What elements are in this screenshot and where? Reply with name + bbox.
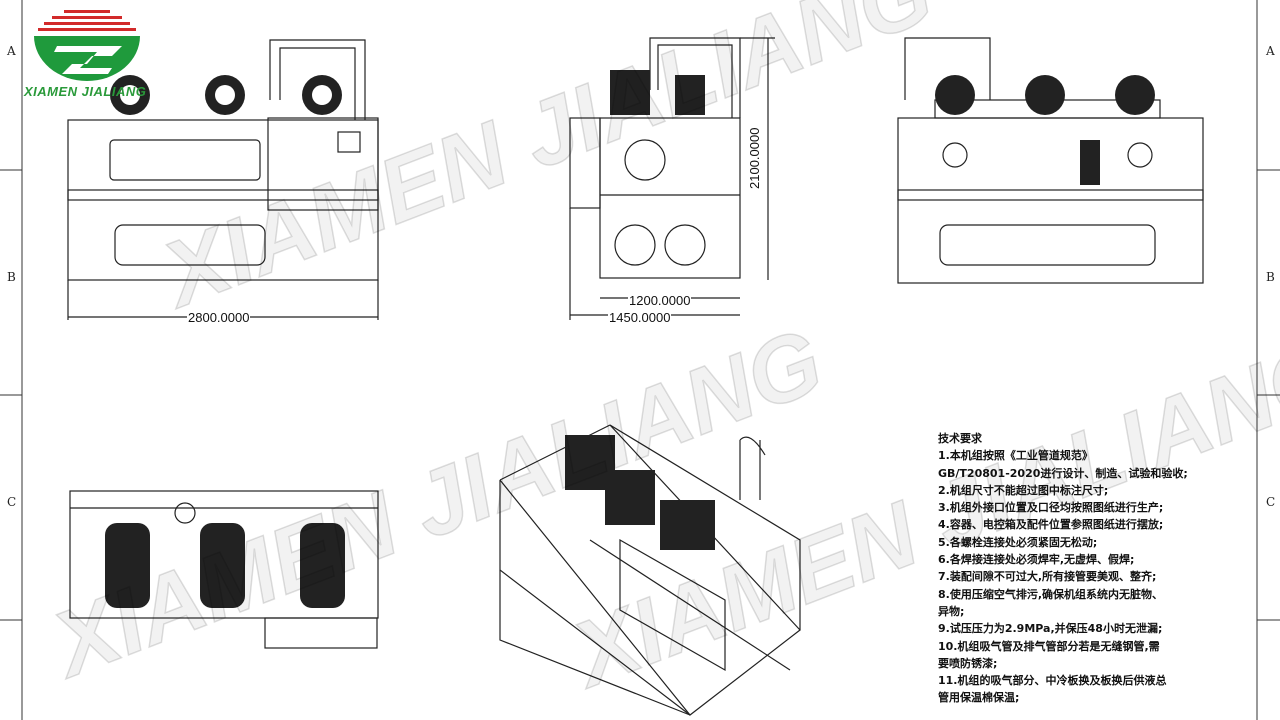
note-line: 异物; xyxy=(938,604,965,618)
row-label-b: B xyxy=(7,270,16,284)
row-label-c-right: C xyxy=(1266,495,1276,509)
note-line: 4.容器、电控箱及配件位置参照图纸进行摆放; xyxy=(938,518,1164,532)
technical-requirements: 技术要求 1.本机组按照《工业管道规范》 GB/T20801-2020进行设计、… xyxy=(938,430,1238,707)
row-label-a-right: A xyxy=(1266,44,1275,58)
isometric-view xyxy=(499,424,801,716)
dimension-inner-width-side: 1200.0000 xyxy=(628,293,692,308)
note-line: 管用保温棉保温; xyxy=(938,691,1020,705)
note-line: 9.试压压力为2.9MPa,并保压48小时无泄漏; xyxy=(938,622,1163,636)
row-label-a: A xyxy=(7,44,16,58)
company-name: XIAMEN JIALIANG xyxy=(24,84,147,99)
note-line: 7.装配间隙不可过大,所有接管要美观、整齐; xyxy=(938,570,1157,584)
top-view xyxy=(69,490,379,649)
note-line: 3.机组外接口位置及口径均按照图纸进行生产; xyxy=(938,501,1164,515)
row-label-c: C xyxy=(7,495,17,509)
side-view xyxy=(569,37,775,320)
note-line: 5.各螺栓连接处必须紧固无松动; xyxy=(938,535,1098,549)
note-line: 8.使用压缩空气排污,确保机组系统内无脏物、 xyxy=(938,587,1164,601)
note-line: 1.本机组按照《工业管道规范》 xyxy=(938,449,1093,463)
note-line: 10.机组吸气管及排气管部分若是无缝钢管,需 xyxy=(938,639,1160,653)
note-line: 6.各焊接连接处必须焊牢,无虚焊、假焊; xyxy=(938,553,1135,567)
rear-view xyxy=(897,37,1204,284)
dimension-height-side: 2100.0000 xyxy=(747,126,762,190)
note-line: 要喷防锈漆; xyxy=(938,656,998,670)
front-view xyxy=(67,39,379,320)
note-line: 2.机组尺寸不能超过图中标注尺寸; xyxy=(938,483,1109,497)
notes-title: 技术要求 xyxy=(938,432,982,445)
company-logo xyxy=(34,10,140,81)
row-label-b-right: B xyxy=(1266,270,1275,284)
dimension-outer-width-side: 1450.0000 xyxy=(608,310,672,325)
note-line: 11.机组的吸气部分、中冷板换及板换后供液总 xyxy=(938,674,1167,688)
dimension-width-front: 2800.0000 xyxy=(187,310,251,325)
note-line: GB/T20801-2020进行设计、制造、试验和验收; xyxy=(938,466,1188,480)
